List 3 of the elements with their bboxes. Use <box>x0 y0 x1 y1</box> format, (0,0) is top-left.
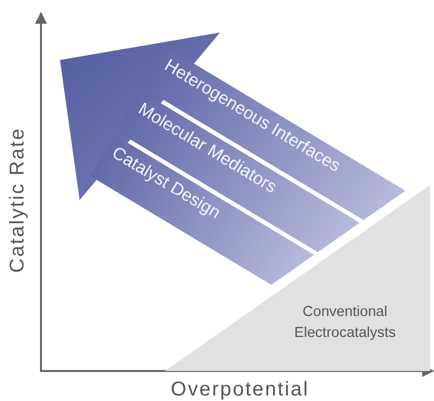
axis-title: Overpotential <box>170 378 310 401</box>
axis-title: Catalytic Rate <box>6 127 30 273</box>
region-label: Conventional Electrocatalysts <box>293 303 397 343</box>
